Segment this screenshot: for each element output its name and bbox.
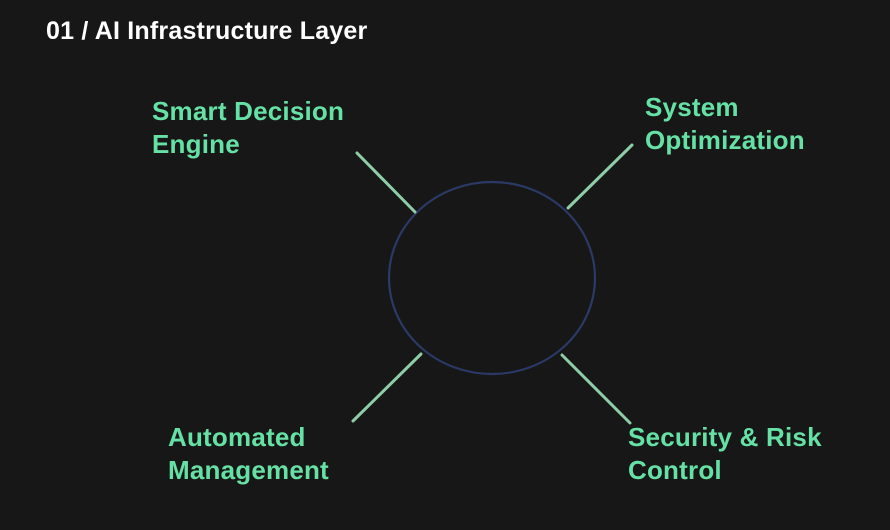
center-circle bbox=[387, 180, 597, 376]
node-label-line: Optimization bbox=[645, 125, 805, 155]
connector-line-bottom-left bbox=[351, 352, 423, 423]
node-label-line: Security & Risk bbox=[628, 422, 822, 452]
connector-line-top-left bbox=[355, 151, 417, 214]
connector-line-top-right bbox=[566, 143, 634, 210]
node-label-line: Management bbox=[168, 455, 329, 485]
node-system-optimization: System Optimization bbox=[645, 91, 805, 157]
node-label-line: Automated bbox=[168, 422, 306, 452]
node-smart-decision-engine: Smart Decision Engine bbox=[152, 95, 344, 161]
node-automated-management: Automated Management bbox=[168, 421, 329, 487]
node-security-risk-control: Security & Risk Control bbox=[628, 421, 822, 487]
node-label-line: System bbox=[645, 92, 739, 122]
connector-line-bottom-right bbox=[560, 353, 632, 425]
node-label-line: Engine bbox=[152, 129, 240, 159]
node-label-line: Smart Decision bbox=[152, 96, 345, 126]
slide-title: 01 / AI Infrastructure Layer bbox=[46, 17, 368, 45]
node-label-line: Control bbox=[628, 455, 722, 485]
